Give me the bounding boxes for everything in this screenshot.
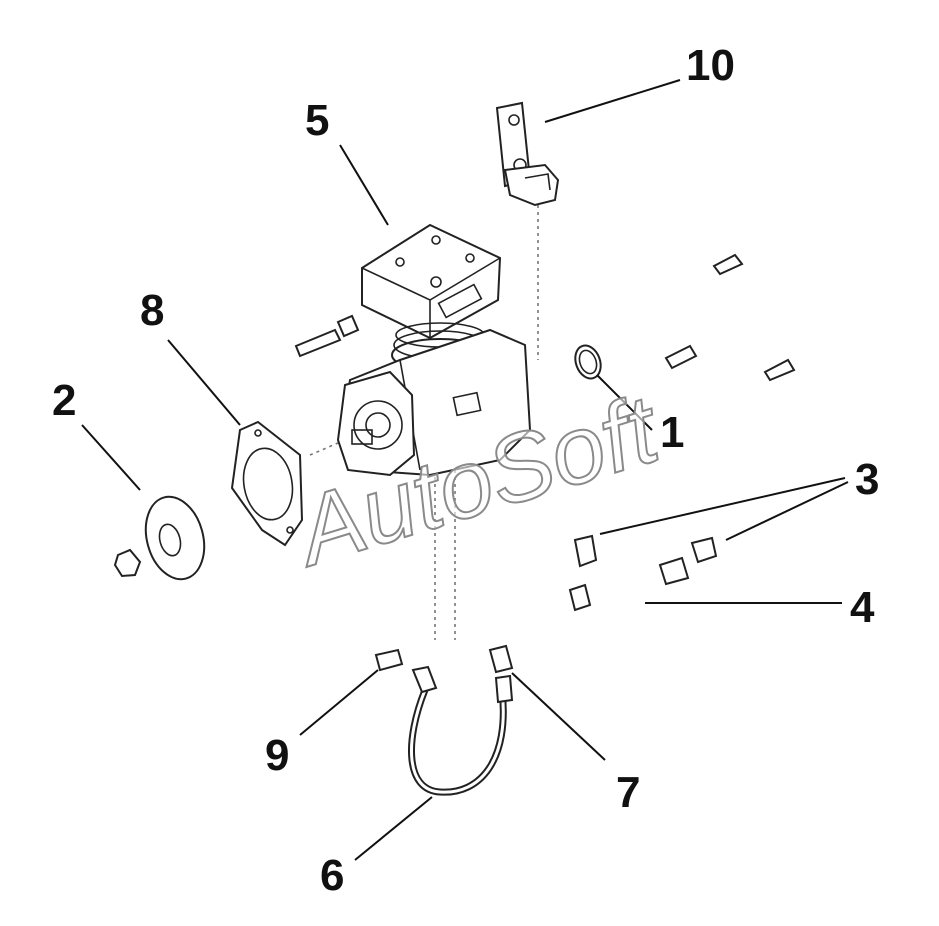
callout-10: 10 xyxy=(686,41,735,90)
part-7-fitting xyxy=(488,644,514,674)
part-1-o-ring xyxy=(574,344,602,380)
callout-labels: 10 5 8 2 1 3 4 7 9 6 xyxy=(52,41,879,900)
callout-2: 2 xyxy=(52,376,76,425)
part-9-fitting xyxy=(374,648,404,672)
part-10-bracket xyxy=(495,101,560,207)
callout-8: 8 xyxy=(140,286,164,335)
assembly-guide-lines xyxy=(309,205,539,640)
callout-6: 6 xyxy=(320,851,344,900)
callout-7: 7 xyxy=(616,768,640,817)
part-3-fittings xyxy=(573,534,718,568)
loose-screws xyxy=(664,253,796,382)
callout-3: 3 xyxy=(855,455,879,504)
callout-5: 5 xyxy=(305,96,329,145)
part-8-gasket xyxy=(230,420,304,547)
callout-4: 4 xyxy=(850,583,875,632)
part-6-hose xyxy=(408,665,514,796)
callout-9: 9 xyxy=(265,731,289,780)
part-4-pipe xyxy=(568,556,690,633)
callout-1: 1 xyxy=(660,408,684,457)
part-2-flange xyxy=(113,495,206,581)
part-5-compressor xyxy=(294,223,532,477)
leader-lines xyxy=(81,79,849,861)
